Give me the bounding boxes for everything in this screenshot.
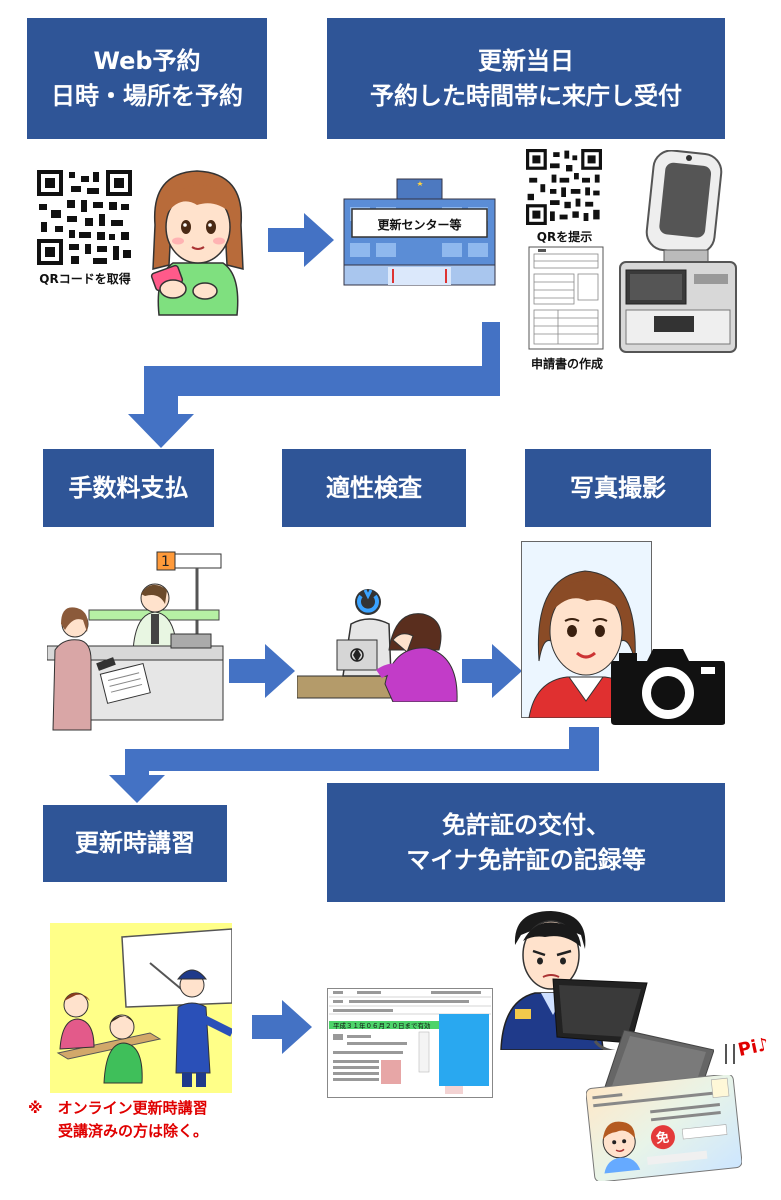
lecture-classroom-illustration: [50, 923, 232, 1093]
flow-arrow-right-2: [229, 644, 295, 698]
reader-beep-text: Pi♪: [736, 1034, 771, 1061]
svg-text:1: 1: [161, 554, 170, 570]
online-lecture-note-line2: 受講済みの方は除く。: [28, 1121, 209, 1140]
camera-icon: [611, 649, 725, 725]
qr-get-caption: QRコードを取得: [39, 272, 131, 286]
renewal-day-subtitle: 予約した時間帯に来庁し受付: [370, 81, 682, 110]
photo-title: 写真撮影: [570, 473, 666, 502]
license-card-band-text: 平成３１年０６月２０日まで有効: [333, 1021, 431, 1030]
application-form-illustration: [528, 246, 604, 350]
flow-arrow-corner-1: [128, 322, 500, 448]
menkyo-mark-text: 免: [655, 1130, 670, 1147]
aptitude-test-illustration: [297, 589, 458, 702]
step-aptitude-test-box: 適性検査: [282, 449, 466, 527]
reception-kiosk-illustration: [619, 150, 737, 353]
fee-payment-counter-illustration: 1: [47, 551, 224, 731]
my-number-license-card-illustration: 免: [586, 1075, 742, 1181]
flow-arrow-corner-2: [109, 727, 599, 803]
flow-arrow-right-1: [268, 213, 334, 267]
online-lecture-note-line1: ※ オンライン更新時講習: [28, 1099, 208, 1117]
flow-arrow-right-4: [252, 1000, 312, 1054]
license-issue-title: 免許証の交付、: [442, 810, 610, 839]
step-lecture-box: 更新時講習: [43, 805, 227, 882]
form-caption: 申請書の作成: [530, 357, 603, 371]
center-sign-label: 更新センター等: [377, 218, 462, 232]
step-renewal-day-box: 更新当日 予約した時間帯に来庁し受付: [327, 18, 725, 139]
step-license-issue-box: 免許証の交付、 マイナ免許証の記録等: [327, 783, 725, 902]
flow-arrow-right-3: [462, 644, 522, 698]
drivers-license-card-illustration: 平成３１年０６月２０日まで有効: [327, 988, 493, 1098]
step-fee-payment-box: 手数料支払: [43, 449, 214, 527]
web-reservation-title: Web予約: [93, 46, 201, 75]
id-photo-portrait-illustration: [521, 541, 652, 718]
renewal-day-title: 更新当日: [478, 46, 574, 75]
fee-payment-title: 手数料支払: [68, 473, 189, 502]
qr-show-caption: QRを提示: [536, 230, 593, 244]
qr-code-icon-2: [526, 149, 602, 225]
renewal-center-building-illustration: [343, 178, 496, 286]
aptitude-test-title: 適性検査: [326, 473, 422, 502]
girl-with-smartphone-illustration: [150, 170, 244, 316]
sound-marks-icon: [725, 1044, 735, 1064]
online-lecture-note: ※ オンライン更新時講習 受講済みの方は除く。: [28, 1097, 278, 1142]
web-reservation-subtitle: 日時・場所を予約: [51, 81, 243, 110]
lecture-title: 更新時講習: [75, 829, 195, 858]
qr-code-icon: [37, 170, 132, 265]
officer-with-laptop-illustration: [500, 911, 655, 1050]
step-web-reservation-box: Web予約 日時・場所を予約: [27, 18, 267, 139]
license-issue-subtitle: マイナ免許証の記録等: [406, 845, 646, 874]
step-photo-box: 写真撮影: [525, 449, 711, 527]
